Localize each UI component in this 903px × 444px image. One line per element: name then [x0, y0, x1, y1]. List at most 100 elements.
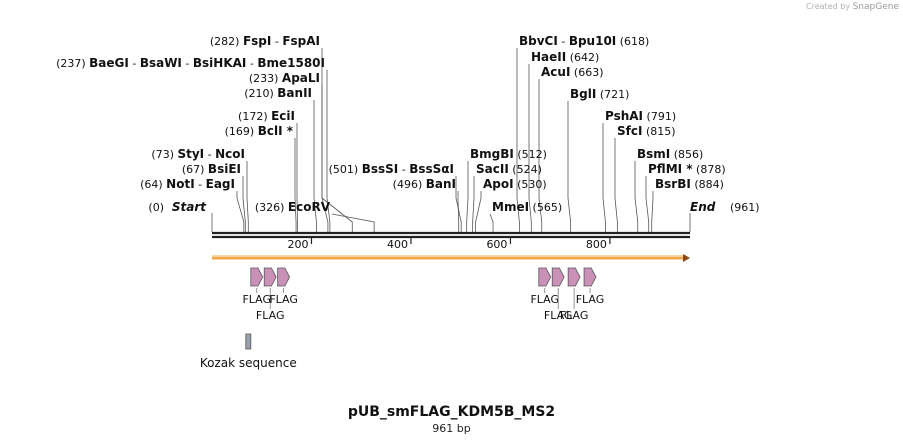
flag-left-label-1: FLAG: [256, 309, 285, 322]
enzyme-group-73[interactable]: (73) StyI - NcoI: [151, 147, 245, 161]
dna-backbone: [212, 231, 690, 239]
tick-label-1: 400: [387, 238, 408, 251]
enzyme-separator: -: [129, 57, 140, 70]
enzyme-name: PflMI *: [648, 162, 693, 176]
enzyme-label-210[interactable]: (210) BanII: [244, 86, 312, 100]
enzyme-label-618[interactable]: BbvCI - Bpu10I (618): [519, 34, 649, 48]
flag-left-arrow-0[interactable]: [250, 267, 264, 287]
enzyme-label-172[interactable]: (172) EciI: [238, 109, 295, 123]
enzyme-position: (642): [566, 51, 599, 64]
enzyme-position: (878): [693, 163, 726, 176]
enzyme-label-815[interactable]: SfcI (815): [617, 124, 676, 138]
enzyme-name: AcuI: [541, 65, 570, 79]
enzyme-label-496[interactable]: (496) BanI: [393, 177, 456, 191]
cut-line-721: [567, 101, 572, 232]
enzyme-group-501[interactable]: (501) BssSI - BssSαI: [329, 162, 454, 176]
enzyme-group-64[interactable]: (64) NotI - EagI: [140, 177, 235, 191]
kozak-box[interactable]: [245, 333, 252, 350]
enzyme-label-73[interactable]: (73) StyI - NcoI: [151, 147, 245, 161]
enzyme-group-856[interactable]: BsmI (856): [637, 147, 703, 161]
enzyme-group-565[interactable]: MmeI (565): [492, 200, 562, 214]
enzyme-name: StyI: [177, 147, 204, 161]
cut-line-326: [331, 213, 375, 232]
enzyme-position: (884): [691, 178, 724, 191]
enzyme-group-237[interactable]: (237) BaeGI - BsaWI - BsiHKAI - Bme1580I: [56, 56, 325, 70]
flag-right-arrow-2[interactable]: [567, 267, 581, 287]
plasmid-length: 961 bp: [432, 422, 471, 435]
enzyme-separator: -: [204, 148, 215, 161]
plasmid-name: pUB_smFLAG_KDM5B_MS2: [347, 404, 556, 420]
enzyme-position: (67): [182, 163, 208, 176]
enzyme-position: (501): [329, 163, 362, 176]
enzyme-name: FspAI: [282, 34, 320, 48]
flag-right-label-1: FLAG: [544, 309, 573, 322]
enzyme-label-884[interactable]: BsrBI (884): [655, 177, 724, 191]
enzyme-name: BmgBI: [470, 147, 514, 161]
enzyme-group-791[interactable]: PshAI (791): [605, 109, 676, 123]
enzyme-group-496[interactable]: (496) BanI: [393, 177, 456, 191]
start-label: Start: [172, 200, 207, 214]
flag-left-arrow-2[interactable]: [277, 267, 291, 287]
enzyme-label-512[interactable]: BmgBI (512): [470, 147, 547, 161]
enzyme-label-530[interactable]: ApoI (530): [483, 177, 547, 191]
enzyme-group-282[interactable]: (282) FspI - FspAI: [210, 34, 320, 48]
end-label: End: [690, 200, 716, 214]
enzyme-group-512[interactable]: BmgBI (512): [470, 147, 547, 161]
enzyme-position: (565): [529, 201, 562, 214]
enzyme-position: (791): [643, 110, 676, 123]
enzyme-group-642[interactable]: HaeII (642): [531, 50, 599, 64]
enzyme-label-282[interactable]: (282) FspI - FspAI: [210, 34, 320, 48]
start-position: (0): [148, 201, 164, 214]
enzyme-name: MmeI: [492, 200, 529, 214]
enzyme-group-172[interactable]: (172) EciI: [238, 109, 295, 123]
enzyme-group-524[interactable]: SacII (524): [476, 162, 542, 176]
enzyme-group-210[interactable]: (210) BanII: [244, 86, 312, 100]
enzyme-label-856[interactable]: BsmI (856): [637, 147, 703, 161]
enzyme-label-169[interactable]: (169) BclI *: [225, 124, 294, 138]
enzyme-group-169[interactable]: (169) BclI *: [225, 124, 294, 138]
enzyme-position: (169): [225, 125, 258, 138]
enzyme-name: BsaWI: [140, 56, 182, 70]
enzyme-group-233[interactable]: (233) ApaLI: [249, 71, 320, 85]
enzyme-separator: -: [271, 35, 282, 48]
enzyme-label-721[interactable]: BglI (721): [570, 87, 629, 101]
enzyme-group-815[interactable]: SfcI (815): [617, 124, 676, 138]
enzyme-label-524[interactable]: SacII (524): [476, 162, 542, 176]
enzyme-group-530[interactable]: ApoI (530): [483, 177, 547, 191]
enzyme-group-884[interactable]: BsrBI (884): [655, 177, 724, 191]
enzyme-position: (210): [244, 87, 277, 100]
enzyme-label-233[interactable]: (233) ApaLI: [249, 71, 320, 85]
enzyme-label-501[interactable]: (501) BssSI - BssSαI: [329, 162, 454, 176]
enzyme-label-878[interactable]: PflMI * (878): [648, 162, 726, 176]
flag-right-arrow-3[interactable]: [583, 267, 597, 287]
enzyme-label-326[interactable]: (326) EcoRV: [255, 200, 331, 214]
cut-line-884: [651, 191, 654, 232]
snapgene-brand: SnapGene: [852, 2, 899, 12]
enzyme-group-326[interactable]: (326) EcoRV: [255, 200, 331, 214]
cut-line-530: [475, 191, 482, 232]
enzyme-group-721[interactable]: BglI (721): [570, 87, 629, 101]
enzyme-label-663[interactable]: AcuI (663): [541, 65, 604, 79]
enzyme-name: ApoI: [483, 177, 514, 191]
enzyme-group-878[interactable]: PflMI * (878): [648, 162, 726, 176]
enzyme-group-67[interactable]: (67) BsiEI: [182, 162, 241, 176]
enzyme-label-565[interactable]: MmeI (565): [492, 200, 562, 214]
enzyme-group-663[interactable]: AcuI (663): [541, 65, 604, 79]
enzyme-label-791[interactable]: PshAI (791): [605, 109, 676, 123]
flag-right-arrow-1[interactable]: [551, 267, 565, 287]
enzyme-separator: -: [195, 178, 206, 191]
cut-line-791: [602, 123, 606, 232]
flag-left-arrow-1[interactable]: [263, 267, 277, 287]
enzyme-group-618[interactable]: BbvCI - Bpu10I (618): [519, 34, 649, 48]
enzyme-label-642[interactable]: HaeII (642): [531, 50, 599, 64]
cut-line-565: [489, 213, 494, 232]
flag-right-arrow-0[interactable]: [538, 267, 552, 287]
enzyme-label-64[interactable]: (64) NotI - EagI: [140, 177, 235, 191]
tick-label-2: 600: [486, 238, 507, 251]
enzyme-label-67[interactable]: (67) BsiEI: [182, 162, 241, 176]
enzyme-label-237[interactable]: (237) BaeGI - BsaWI - BsiHKAI - Bme1580I: [56, 56, 325, 70]
enzyme-name: BanI: [426, 177, 456, 191]
enzyme-position: (856): [670, 148, 703, 161]
